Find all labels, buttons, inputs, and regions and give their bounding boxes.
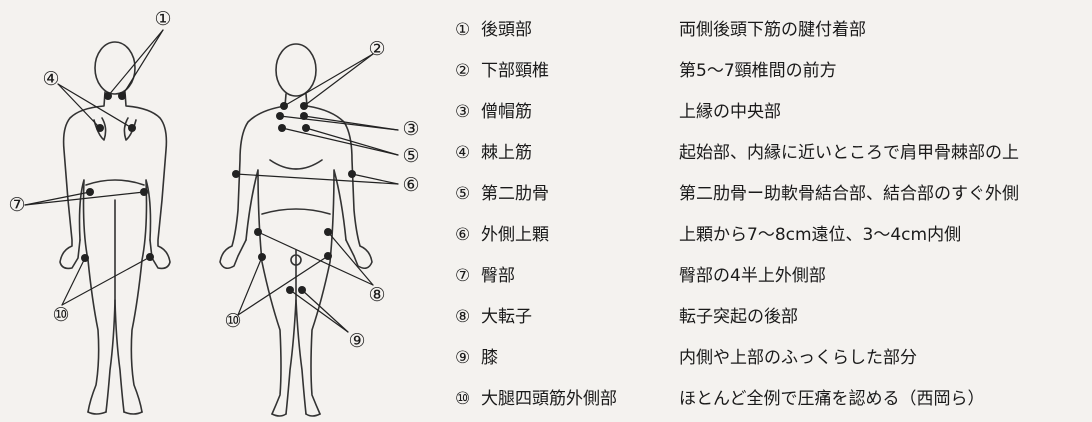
legend-site: 僧帽筋 xyxy=(481,102,532,122)
front-label-10: ⑩ xyxy=(224,310,242,332)
legend-row: ① 後頭部 両側後頭下筋の腱付着部 xyxy=(455,10,1085,50)
front-label-5: ⑤ xyxy=(402,145,420,167)
back-view-figure xyxy=(59,41,171,415)
legend-description: 臀部の4半上外側部 xyxy=(679,266,826,286)
legend-description: 上縁の中央部 xyxy=(679,102,781,122)
legend-number: ⑨ xyxy=(455,348,471,368)
legend-site: 後頭部 xyxy=(481,20,532,40)
front-label-3: ③ xyxy=(402,118,420,140)
legend-row: ⑨ 膝 内側や上部のふっくらした部分 xyxy=(455,338,1085,378)
legend-site: 第二肋骨 xyxy=(481,184,549,204)
legend-description: 起始部、内縁に近いところで肩甲骨棘部の上 xyxy=(679,143,1019,163)
front-leader-lines xyxy=(235,53,399,333)
legend-row: ⑧ 大転子 転子突起の後部 xyxy=(455,297,1085,337)
legend-description: 第二肋骨ー助軟骨結合部、結合部のすぐ外側 xyxy=(679,184,1019,204)
legend-number: ⑦ xyxy=(455,266,471,286)
front-view-figure xyxy=(219,43,373,417)
legend-number: ④ xyxy=(455,143,471,163)
legend-description: 第5～7頸椎間の前方 xyxy=(679,61,837,81)
legend-site: 大腿四頭筋外側部 xyxy=(481,389,617,409)
front-label-9: ⑨ xyxy=(348,330,366,352)
legend-row: ④ 棘上筋 起始部、内縁に近いところで肩甲骨棘部の上 xyxy=(455,133,1085,173)
legend-number: ① xyxy=(455,20,471,40)
body-figure: ① ④ ⑦ ⑩ ② ③ ⑤ ⑥ ⑧ ⑨ ⑩ xyxy=(0,0,430,422)
legend-description: 両側後頭下筋の腱付着部 xyxy=(679,20,866,40)
legend-site: 棘上筋 xyxy=(481,143,532,163)
legend-number: ⑧ xyxy=(455,307,471,327)
legend-row: ⑥ 外側上顆 上顆から7～8cm遠位、3～4cm内側 xyxy=(455,215,1085,255)
legend-description: 上顆から7～8cm遠位、3～4cm内側 xyxy=(679,225,962,245)
back-leader-lines xyxy=(24,29,164,306)
legend-row: ⑦ 臀部 臀部の4半上外側部 xyxy=(455,256,1085,296)
legend-row: ⑤ 第二肋骨 第二肋骨ー助軟骨結合部、結合部のすぐ外側 xyxy=(455,174,1085,214)
legend-number: ② xyxy=(455,61,471,81)
legend-site: 大転子 xyxy=(481,307,532,327)
legend-site: 膝 xyxy=(481,348,498,368)
legend-site: 外側上顆 xyxy=(481,225,549,245)
legend-description: ほとんど全例で圧痛を認める（西岡ら） xyxy=(679,389,985,409)
back-label-4: ④ xyxy=(42,68,60,90)
body-outline-diagram xyxy=(24,29,399,417)
front-label-2: ② xyxy=(368,38,386,60)
legend-row: ③ 僧帽筋 上縁の中央部 xyxy=(455,92,1085,132)
legend-number: ⑩ xyxy=(455,389,471,409)
legend-site: 下部頸椎 xyxy=(481,61,549,81)
legend-description: 転子突起の後部 xyxy=(679,307,798,327)
back-label-7: ⑦ xyxy=(8,194,26,216)
front-label-8: ⑧ xyxy=(368,284,386,306)
legend-number: ⑤ xyxy=(455,184,471,204)
legend-description: 内側や上部のふっくらした部分 xyxy=(679,348,917,368)
front-label-6: ⑥ xyxy=(402,174,420,196)
legend-number: ③ xyxy=(455,102,471,122)
back-label-1: ① xyxy=(154,8,172,30)
back-label-10: ⑩ xyxy=(52,304,70,326)
legend-number: ⑥ xyxy=(455,225,471,245)
legend-row: ② 下部頸椎 第5～7頸椎間の前方 xyxy=(455,51,1085,91)
tender-point-dots xyxy=(81,92,356,294)
legend-row: ⑩ 大腿四頭筋外側部 ほとんど全例で圧痛を認める（西岡ら） xyxy=(455,379,1085,419)
legend-site: 臀部 xyxy=(481,266,515,286)
